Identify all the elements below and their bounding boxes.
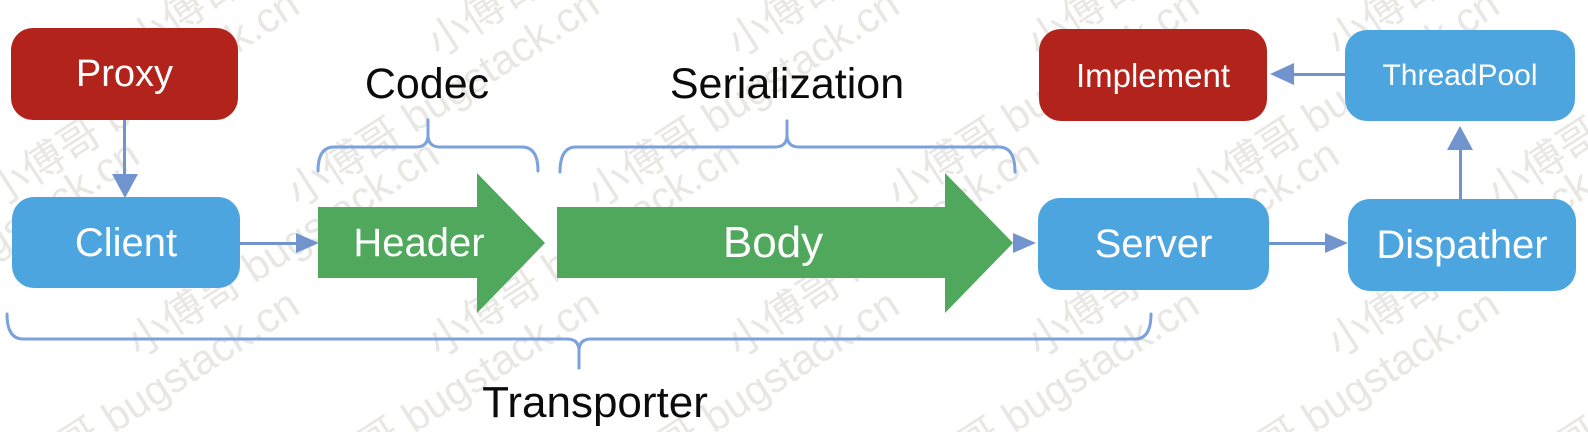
client-to-header-line [240,242,297,245]
proxy-to-client-arrowhead-icon [112,174,138,198]
body-to-server-arrowhead-icon [1013,233,1036,253]
server-to-dispather-line [1269,242,1326,245]
threadpool-node: ThreadPool [1345,30,1575,121]
client-node: Client [12,197,240,288]
codec-label: Codec [364,60,490,108]
dispather-to-threadpool-arrowhead-icon [1447,126,1473,150]
header-arrow-label: Header [353,220,485,265]
header-arrow-head [477,173,545,313]
transporter-brace [5,312,1153,370]
server-node: Server [1038,198,1269,290]
body-arrow-body [557,207,946,278]
implement-node: Implement [1039,29,1267,121]
body-arrow-label: Body [722,217,824,267]
serialization-label: Serialization [669,60,905,108]
codec-brace [316,118,540,173]
transporter-label: Transporter [482,378,708,427]
dispather-node: Dispather [1348,199,1576,291]
body-arrow-head [945,173,1013,313]
dispather-to-threadpool-line [1459,150,1462,199]
serialization-brace [558,119,1017,174]
threadpool-to-implement-line [1294,73,1345,76]
proxy-node: Proxy [11,28,238,120]
threadpool-to-implement-arrowhead-icon [1270,63,1294,85]
proxy-to-client-line [123,120,126,174]
server-to-dispather-arrowhead-icon [1325,233,1348,253]
client-to-header-arrowhead-icon [296,233,319,253]
header-arrow-body [318,207,478,278]
